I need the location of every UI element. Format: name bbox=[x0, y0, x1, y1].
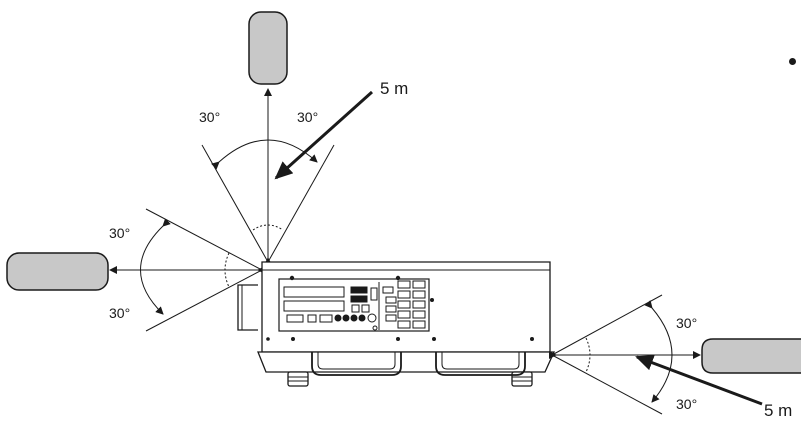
left-remote bbox=[6, 252, 109, 291]
right-small-arc bbox=[585, 337, 591, 373]
right-distance-label: 5 m bbox=[764, 401, 792, 419]
right-cone-top-line bbox=[551, 294, 663, 356]
top-cone-right-line bbox=[267, 144, 335, 263]
control-keypad bbox=[382, 280, 426, 329]
left-cone-bottom-line bbox=[145, 269, 263, 332]
top-remote bbox=[248, 11, 288, 85]
bullet-point bbox=[789, 58, 796, 65]
left-angle-arc bbox=[140, 218, 171, 315]
left-remote-group: 30° 30° bbox=[6, 208, 265, 332]
right-angle-bottom-label: 30° bbox=[676, 396, 697, 412]
left-small-arc bbox=[224, 252, 230, 288]
projector-lens bbox=[237, 284, 258, 331]
top-distance-arrow bbox=[274, 90, 374, 180]
top-distance-label: 5 m bbox=[380, 79, 408, 98]
left-angle-top-label: 30° bbox=[109, 225, 130, 241]
right-angle-top-label: 30° bbox=[676, 315, 697, 331]
right-angle-arc bbox=[644, 300, 673, 403]
projector-foot-left bbox=[287, 371, 309, 387]
projector-handle-right bbox=[435, 352, 526, 376]
top-remote-group: 30° 30° 5 m bbox=[199, 11, 408, 265]
top-angle-right-label: 30° bbox=[297, 109, 318, 125]
projector-handle-left bbox=[311, 352, 402, 376]
left-angle-bottom-label: 30° bbox=[109, 305, 130, 321]
top-small-arc bbox=[252, 224, 284, 231]
right-distance-arrow bbox=[635, 355, 763, 406]
right-remote bbox=[701, 338, 801, 374]
left-cone-top-line bbox=[145, 208, 263, 271]
right-cone-bottom-line bbox=[551, 354, 663, 415]
projector bbox=[237, 261, 556, 387]
top-angle-left-label: 30° bbox=[199, 109, 220, 125]
top-angle-arc bbox=[211, 139, 318, 170]
right-remote-group: 30° 30° 5 m bbox=[549, 294, 801, 420]
top-cone-left-line bbox=[201, 144, 269, 263]
projector-base bbox=[257, 351, 556, 373]
